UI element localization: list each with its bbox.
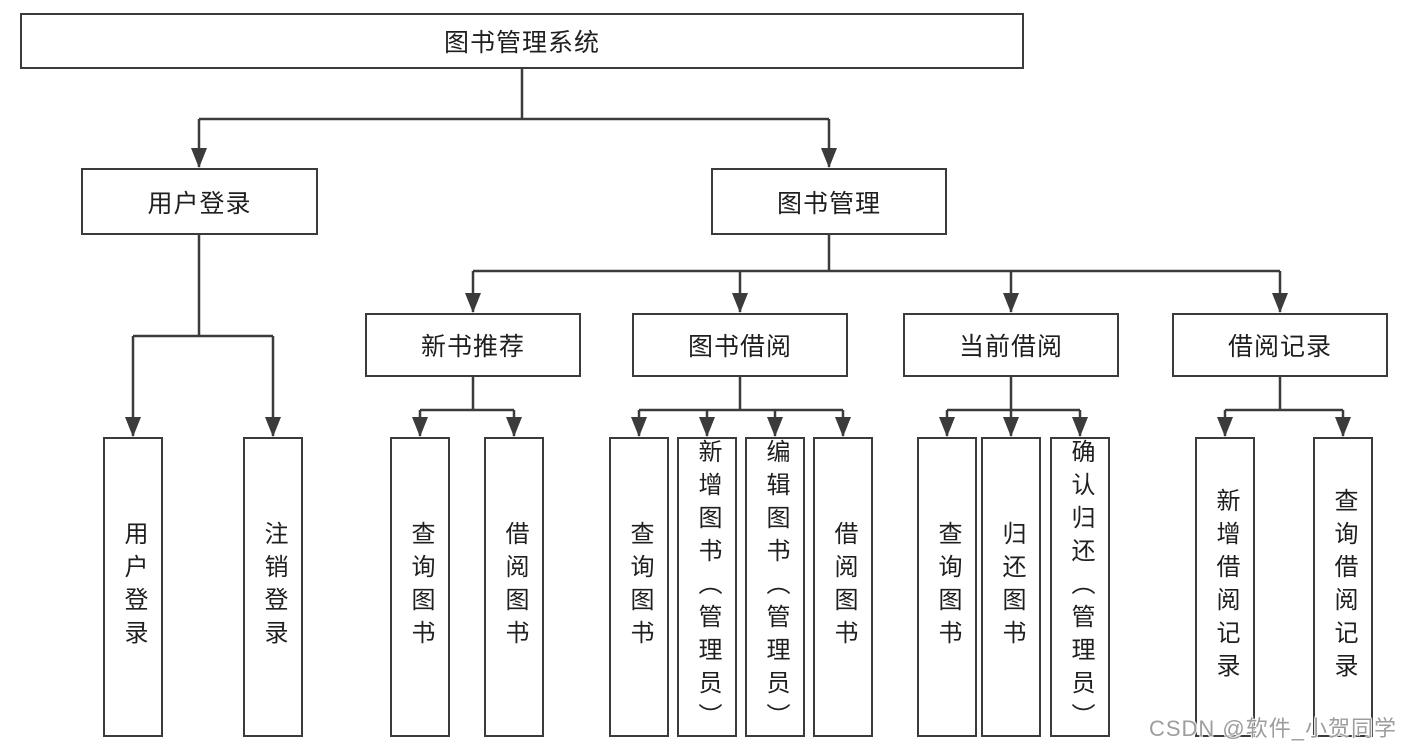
- rail-records: [1225, 377, 1343, 412]
- connector-root-to-level2: [191, 69, 837, 168]
- csdn-watermark: CSDN @软件_小贺同学: [1148, 716, 1397, 741]
- leaf-borrowing-edit-books-admin: 编辑图书（管理员）: [745, 437, 805, 737]
- leaf-borrowing-borrow-books: 借阅图书: [813, 437, 873, 737]
- connector-current-to-leaves: [939, 377, 1088, 437]
- rail-borrowing: [639, 377, 843, 412]
- leaf-recommend-query-books: 查询图书: [390, 437, 450, 737]
- leaf-records-query-borrow-record: 查询借阅记录: [1313, 437, 1373, 737]
- leaf-borrowing-query-books: 查询图书: [609, 437, 669, 737]
- connector-user-login-to-leaves: [125, 235, 281, 437]
- leaf-user-logout: 注销登录: [243, 437, 303, 737]
- node-borrowing-records: 借阅记录: [1172, 313, 1388, 377]
- node-book-borrowing: 图书借阅: [632, 313, 848, 377]
- rail-user-login: [133, 235, 273, 338]
- connector-borrowing-to-leaves: [631, 377, 851, 437]
- node-new-book-recommendation: 新书推荐: [365, 313, 581, 377]
- rail-current: [947, 377, 1080, 412]
- connector-recommendation-to-leaves: [412, 377, 522, 437]
- connector-records-to-leaves: [1217, 377, 1351, 437]
- leaf-current-query-books: 查询图书: [917, 437, 977, 737]
- connector-book-management-to-level3: [465, 235, 1288, 313]
- node-root-library-management-system: 图书管理系统: [20, 13, 1024, 69]
- node-user-login: 用户登录: [81, 168, 318, 235]
- leaf-borrowing-add-books-admin: 新增图书（管理员）: [677, 437, 737, 737]
- leaf-user-login: 用户登录: [103, 437, 163, 737]
- rail-book-management: [473, 235, 1280, 273]
- leaf-current-confirm-return-admin: 确认归还（管理员）: [1050, 437, 1110, 737]
- leaf-current-return-books: 归还图书: [981, 437, 1041, 737]
- leaf-recommend-borrow-books: 借阅图书: [484, 437, 544, 737]
- node-book-management: 图书管理: [711, 168, 947, 235]
- leaf-records-add-borrow-record: 新增借阅记录: [1195, 437, 1255, 737]
- node-current-borrowing: 当前借阅: [903, 313, 1119, 377]
- rail-root: [199, 69, 829, 121]
- rail-recommendation: [420, 377, 514, 412]
